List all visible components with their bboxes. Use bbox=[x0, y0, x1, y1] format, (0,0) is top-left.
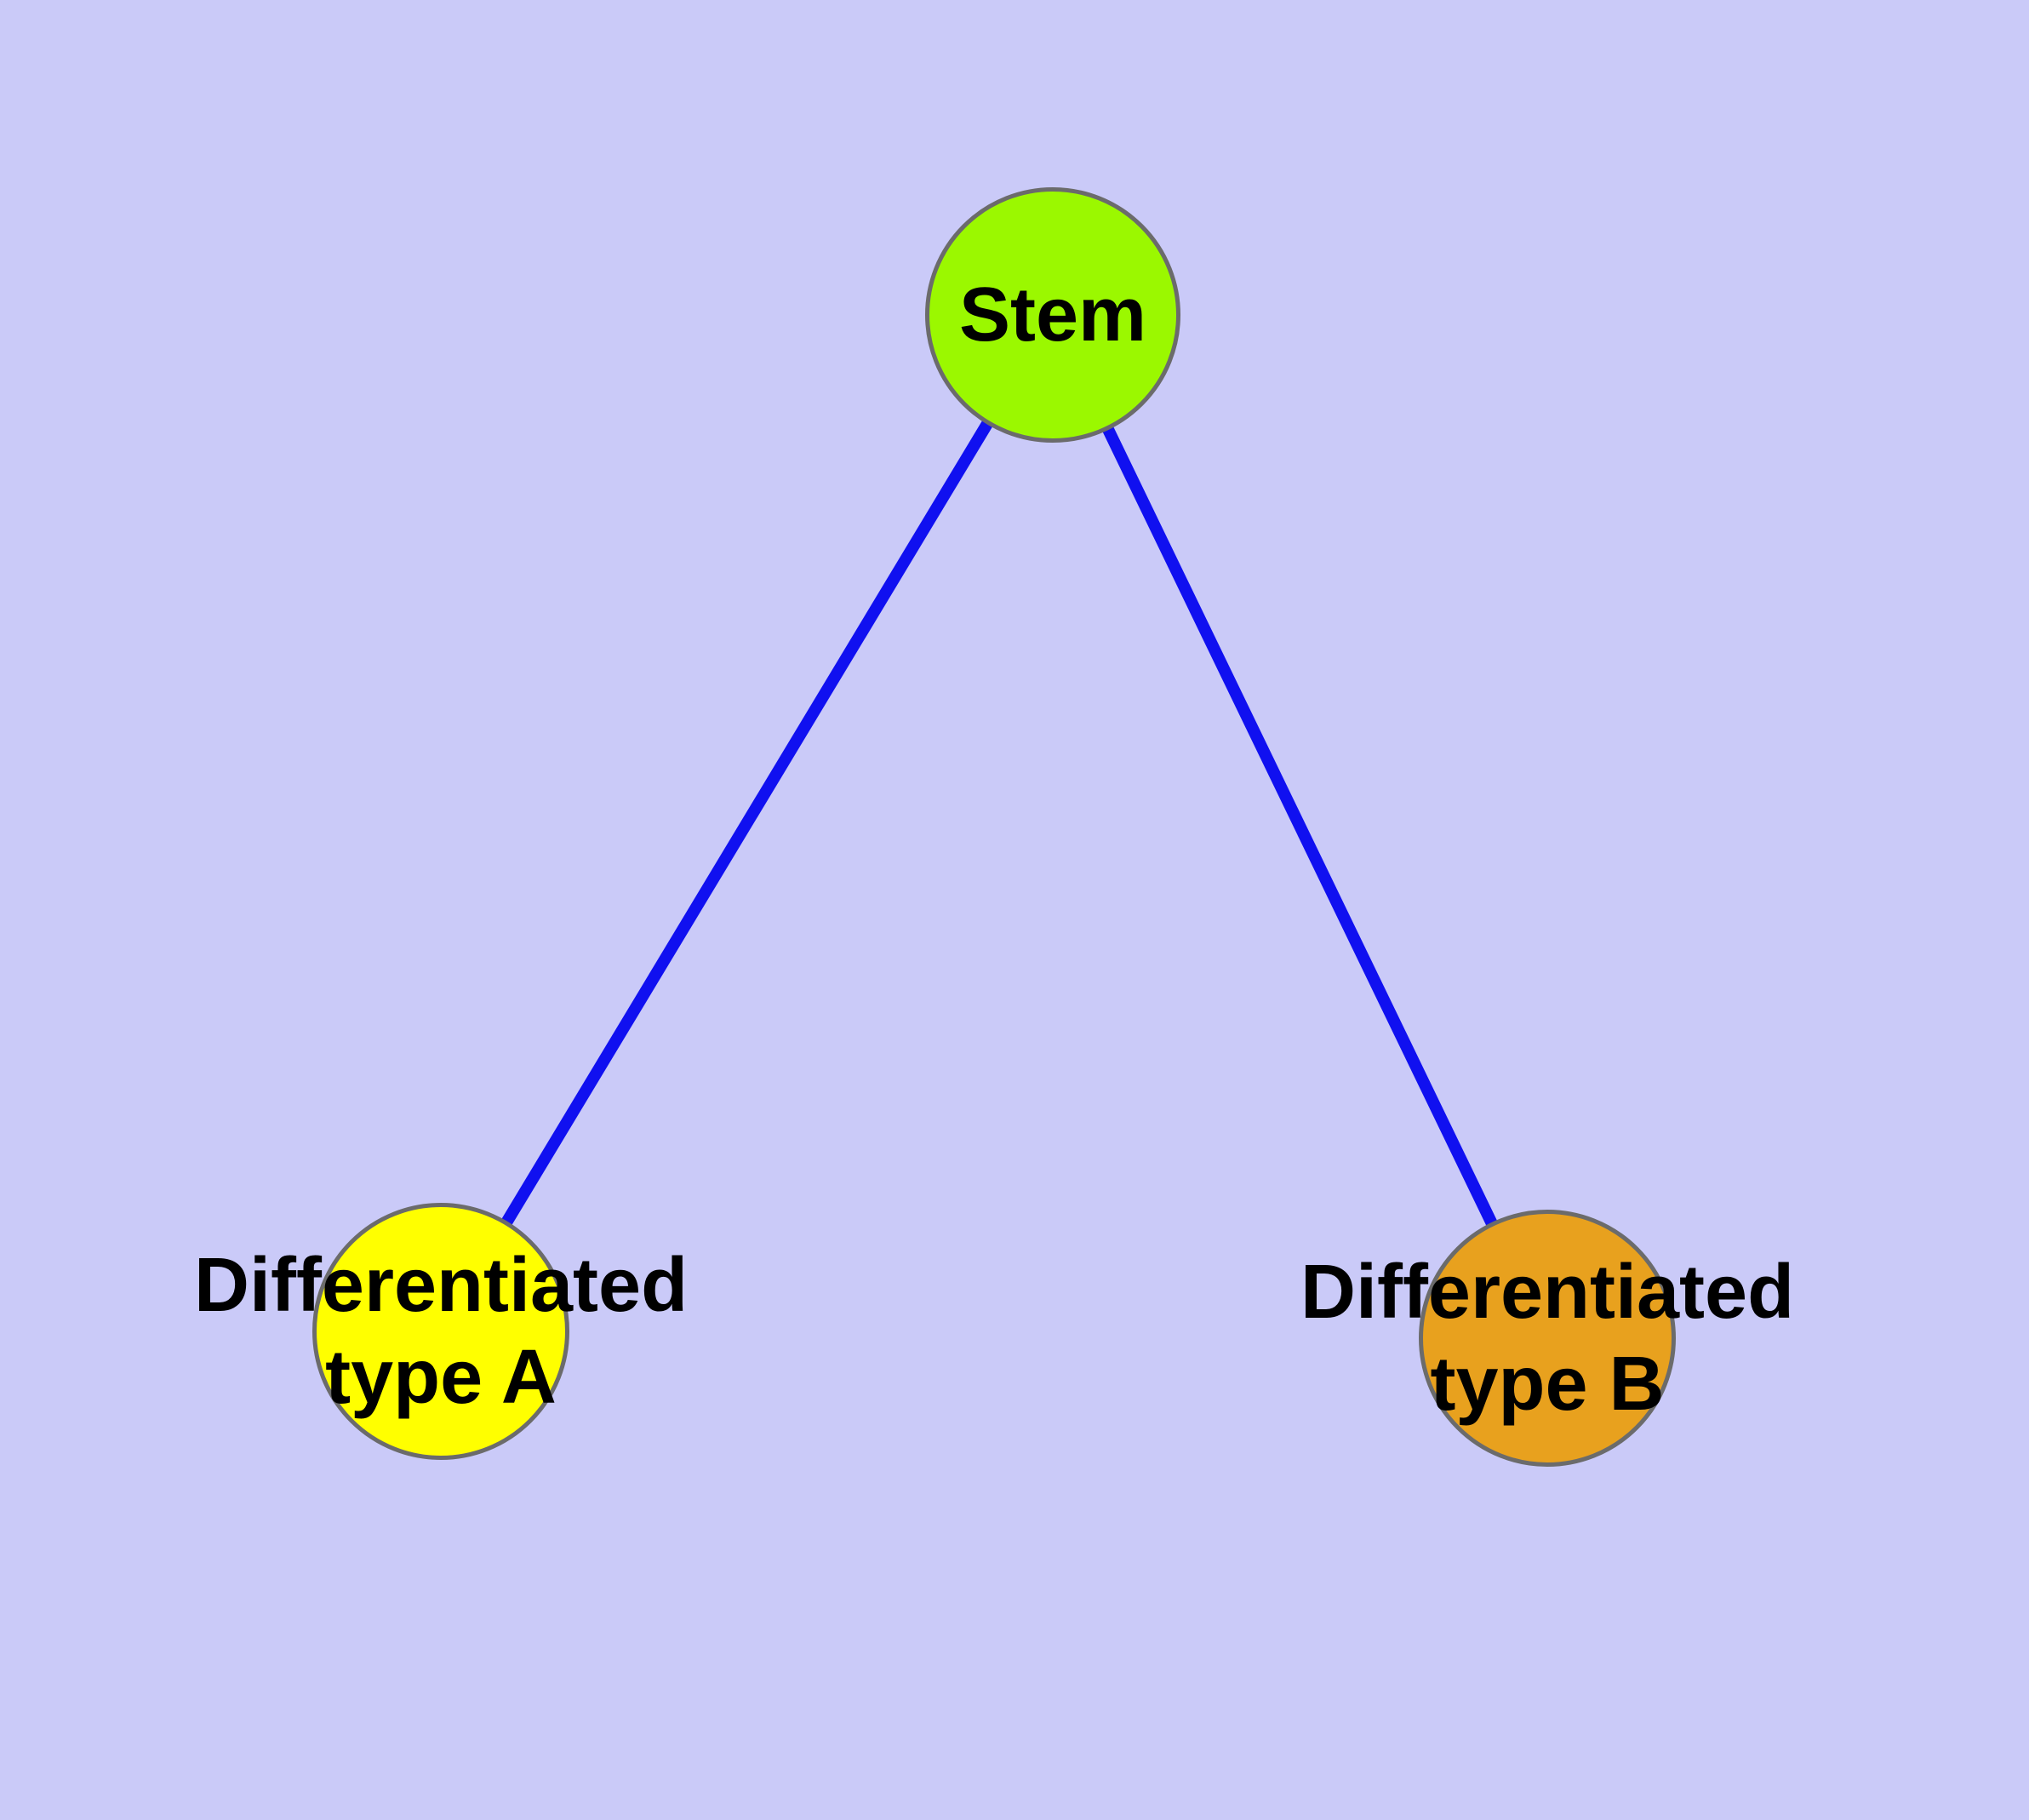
node-differentiated-type-b-label-line2: type B bbox=[1430, 1342, 1665, 1427]
node-differentiated-type-a: Differentiated type A bbox=[194, 1203, 688, 1460]
node-differentiated-type-b-label: Differentiated type B bbox=[1300, 1246, 1794, 1430]
node-differentiated-type-a-label: Differentiated type A bbox=[194, 1239, 688, 1423]
node-stem-label: Stem bbox=[959, 269, 1146, 361]
node-differentiated-type-a-label-line1: Differentiated bbox=[193, 1243, 689, 1328]
node-stem-label-line: Stem bbox=[958, 272, 1147, 358]
edge-stem-to-type-a bbox=[436, 312, 1058, 1335]
node-differentiated-type-a-label-line2: type A bbox=[325, 1335, 557, 1420]
node-stem: Stem bbox=[925, 187, 1180, 443]
node-differentiated-type-b: Differentiated type B bbox=[1300, 1210, 1794, 1467]
node-differentiated-type-b-label-line1: Differentiated bbox=[1300, 1250, 1795, 1335]
edge-stem-to-type-b bbox=[1047, 312, 1553, 1342]
